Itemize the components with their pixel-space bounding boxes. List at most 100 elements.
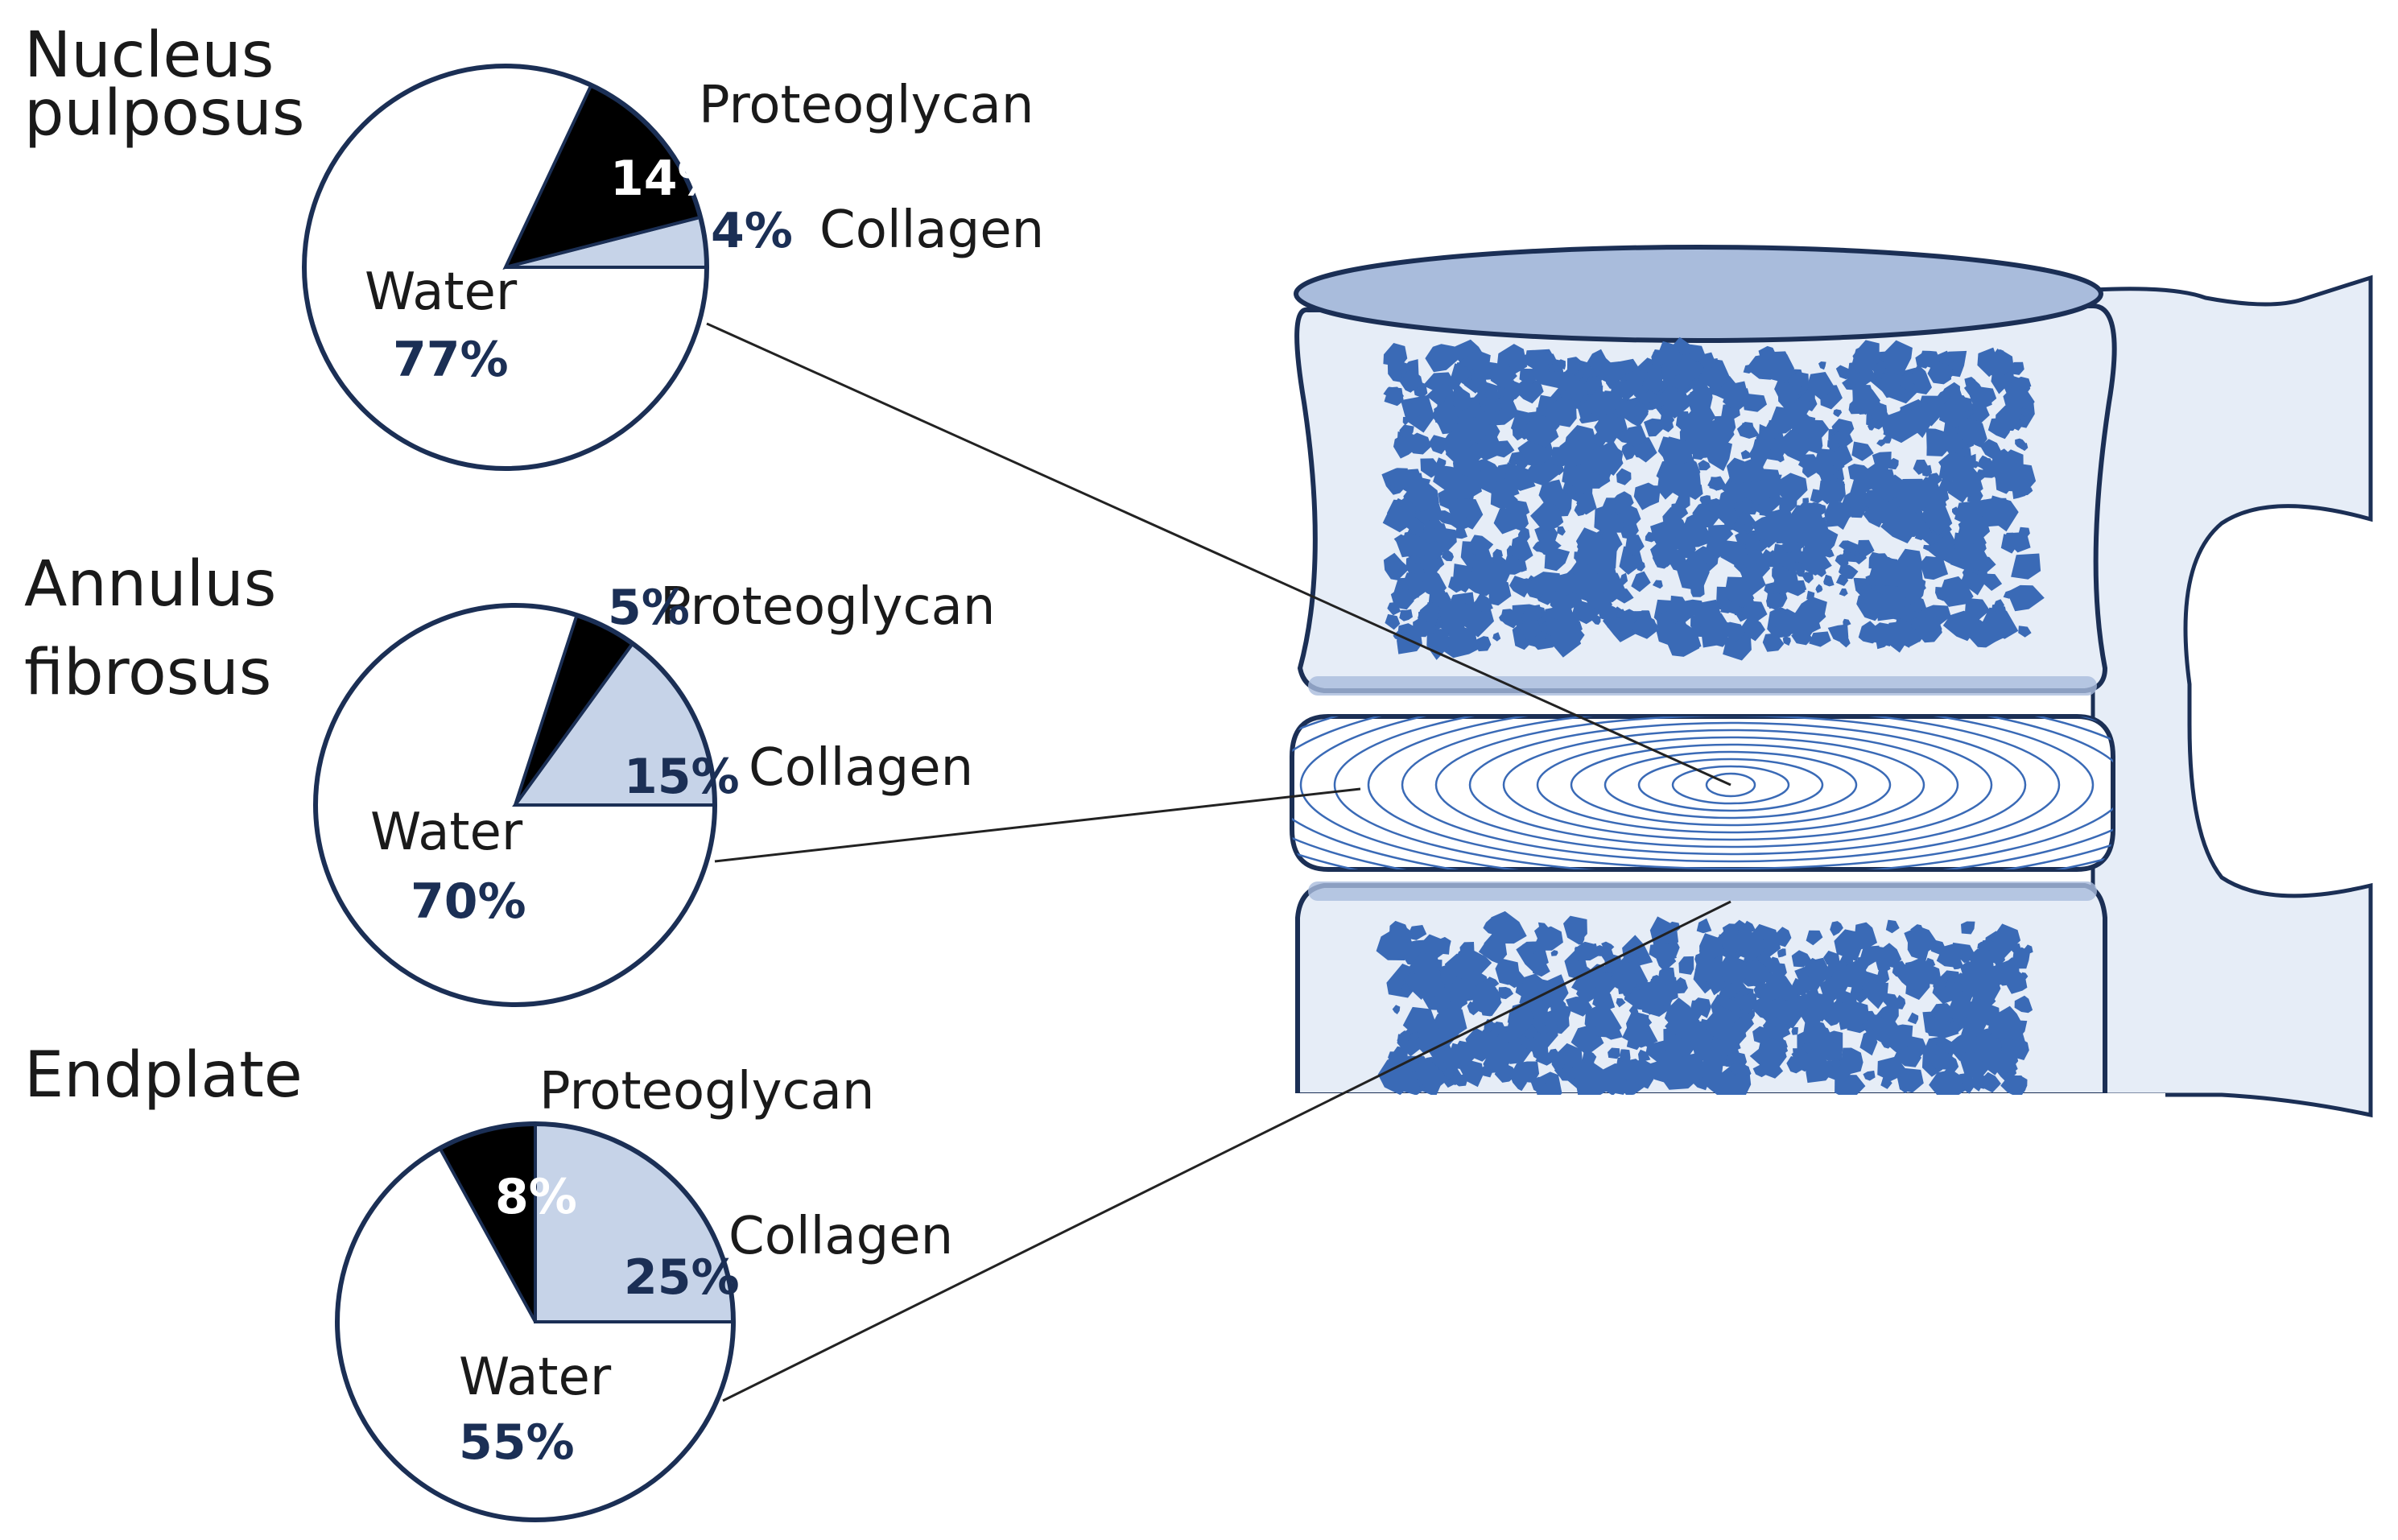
trabecula-icon [1597,361,1627,386]
trabecula-icon [1621,441,1637,460]
trabecula-icon [1881,1038,1893,1049]
trabecula-icon [1949,1021,1960,1032]
trabecula-icon [1484,388,1501,403]
trabecula-icon [1922,506,1953,536]
trabecula-icon [1646,975,1677,1007]
trabecula-icon [1576,492,1591,510]
trabecula-icon [1923,544,1932,551]
trabecula-icon [1449,473,1482,499]
lamella-icon [1637,758,1824,812]
trabecula-icon [1823,574,1835,587]
trabecula-icon [1723,388,1751,413]
trabecula-icon [1929,1069,1966,1095]
lamella-icon [1536,736,1925,834]
trabecula-icon [1722,934,1741,956]
trabecula-icon [1792,609,1821,636]
slice-label-proteoglycan: Proteoglycan [539,1062,874,1121]
slice-value-water: 77% [393,332,509,388]
trabecula-icon [1383,552,1410,580]
trabecula-icon [1961,995,1988,1026]
trabecula-icon [1616,468,1632,485]
trabecula-icon [1518,619,1542,641]
trabecula-icon [1774,433,1782,441]
trabecula-icon [1744,521,1755,535]
trabecula-icon [1996,605,2007,617]
trabecula-icon [1515,634,1526,642]
trabecula-icon [1497,987,1514,1000]
trabecula-icon [1913,382,1921,390]
trabecula-icon [1513,378,1544,404]
trabecula-icon [1674,976,1688,994]
trabecula-icon [1601,941,1615,952]
slice-label-collagen: Collagen [749,738,973,798]
trabecula-icon [2003,1057,2018,1074]
trabecula-icon [1699,933,1723,958]
trabecula-icon [1590,472,1607,489]
trabecula-icon [1815,584,1823,593]
trabecula-icon [1567,1066,1583,1080]
trabecula-icon [1876,1003,1899,1025]
trabecula-icon [1402,368,1423,393]
trabecular-bone-lower-icon [1376,910,2033,1095]
trabecula-icon [1894,994,1906,1009]
trabecula-icon [1897,510,1925,537]
trabecula-icon [1550,588,1570,613]
slice-value-collagen: 4% [711,203,793,259]
trabecula-icon [1557,526,1566,536]
trabecula-icon [1706,536,1728,559]
trabecula-icon [1697,599,1723,627]
trabecula-icon [1963,379,1983,398]
trabecula-icon [1566,997,1592,1017]
trabecula-icon [1980,439,2002,460]
bottom-cutoff [1280,1093,2165,1117]
trabecula-icon [1480,609,1492,621]
trabecula-icon [1554,1058,1565,1072]
leader-line-endplate [722,900,1731,1402]
trabecula-icon [1921,464,1933,477]
trabecula-icon [1410,1010,1431,1032]
trabecula-icon [1987,418,2013,440]
trabecula-icon [1988,942,2004,962]
trabecula-icon [2020,407,2029,417]
leader-line-annulus [714,787,1361,863]
trabecula-icon [1706,1005,1735,1041]
trabecula-icon [1546,1048,1562,1061]
trabecula-icon [1537,537,1562,555]
trabecula-icon [1601,1065,1627,1095]
trabecula-icon [1686,386,1713,413]
trabecula-icon [1835,574,1849,586]
trabecula-icon [1459,416,1485,444]
trabecula-icon [1491,910,1527,944]
trabecula-icon [1440,627,1479,659]
trabecula-icon [1670,595,1692,618]
trabecula-icon [1780,482,1802,504]
trabecula-icon [1766,592,1783,610]
trabecula-icon [1383,343,1408,367]
trabecula-icon [1786,580,1806,597]
trabecula-icon [1841,959,1871,989]
trabecula-icon [1991,967,2004,982]
trabecula-icon [1649,943,1677,963]
trabecula-icon [2007,957,2017,967]
trabecula-icon [1897,478,1930,516]
trabecula-icon [1854,552,1867,565]
trabecula-icon [1451,415,1460,425]
trabecula-icon [1550,950,1558,956]
trabecula-icon [1740,458,1767,483]
slice-value-proteoglycan: 8% [495,1169,577,1225]
trabecula-icon [1797,454,1821,475]
trabecula-icon [1905,1035,1928,1061]
trabecula-icon [1659,385,1690,419]
trabecula-icon [1535,926,1563,951]
trabecula-icon [1967,948,1991,972]
trabecula-icon [1480,1063,1493,1078]
trabecula-icon [2008,531,2031,553]
trabecula-icon [1630,1059,1657,1089]
trabecula-icon [1377,1059,1415,1095]
trabecula-icon [1503,969,1528,989]
trabecula-icon [1414,414,1426,427]
upper-endplate-band-icon [1308,676,2097,696]
trabecula-icon [1539,1026,1548,1034]
trabecula-icon [1670,502,1689,521]
